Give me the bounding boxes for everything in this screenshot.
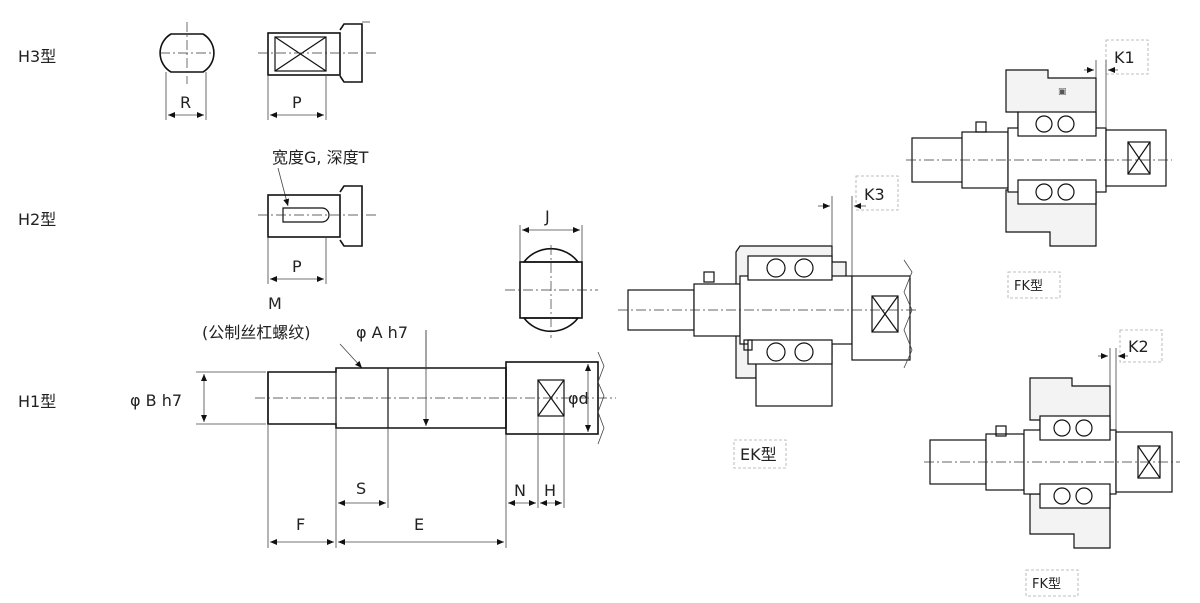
- ek-support-assembly: K3 EK型: [618, 175, 918, 469]
- h2-side-view: 宽度G, 深度T P: [258, 148, 378, 284]
- svg-text:▣: ▣: [1058, 87, 1067, 97]
- dim-phi-b: φ B h7: [130, 391, 182, 410]
- label-fk-bottom-type: FK型: [1032, 577, 1061, 592]
- dim-n: N: [514, 481, 526, 500]
- keyway-note: 宽度G, 深度T: [272, 148, 369, 167]
- dim-phi-d: φd: [568, 389, 589, 408]
- dim-k3: K3: [864, 185, 885, 204]
- label-h1-type: H1型: [18, 392, 56, 411]
- label-fk-top-type: FK型: [1014, 279, 1043, 294]
- dim-p-h3: P: [292, 93, 302, 112]
- dim-e: E: [414, 515, 424, 534]
- dim-k2: K2: [1128, 337, 1149, 356]
- dim-phi-a: φ A h7: [356, 323, 408, 342]
- dim-k1: K1: [1114, 48, 1135, 67]
- label-h3-type: H3型: [18, 47, 56, 66]
- h1-shaft-view: M (公制丝杠螺纹) φ A h7 φ B h7 φd: [130, 294, 616, 548]
- h3-side-view: P: [258, 21, 378, 120]
- dim-r: R: [180, 93, 191, 112]
- label-ek-type: EK型: [740, 445, 777, 464]
- dim-s: S: [356, 479, 366, 498]
- fk-bottom-support-assembly: K2 FK型: [924, 329, 1180, 597]
- dim-p-h2: P: [292, 257, 302, 276]
- dim-f: F: [296, 515, 305, 534]
- j-end-view: J: [505, 207, 598, 338]
- dim-m-note: (公制丝杠螺纹): [202, 323, 311, 342]
- h3-end-view: R: [159, 22, 215, 120]
- label-h2-type: H2型: [18, 210, 56, 229]
- dim-m: M: [268, 294, 282, 313]
- fk-top-support-assembly: ▣ K1 FK型: [906, 39, 1172, 299]
- dim-h: H: [544, 481, 556, 500]
- dim-j: J: [544, 207, 550, 226]
